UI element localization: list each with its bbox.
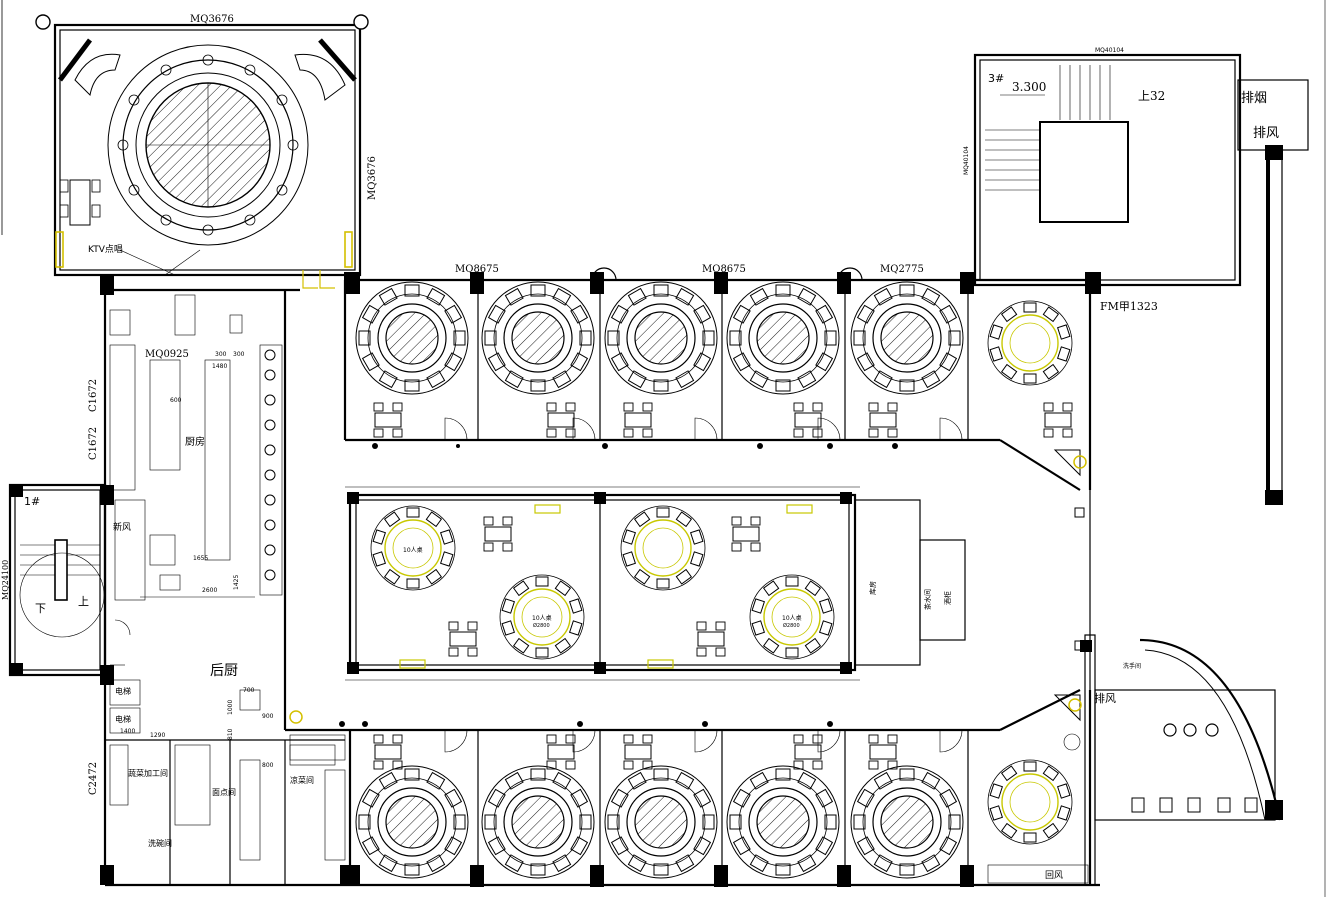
tea-room-label: 茶水间: [923, 589, 932, 610]
dim-1425: 1425: [233, 575, 240, 590]
central-hall: 10人桌 10人桌 Ø2800 10人桌 Ø2800 库房 茶水间 酒柜: [345, 486, 966, 681]
return-air-label: 回风: [1045, 870, 1063, 881]
dim-1480: 1480: [212, 363, 227, 370]
door-swing-icon: [444, 417, 963, 441]
dim-1655: 1655: [193, 555, 208, 562]
stair1-down: 下: [35, 602, 46, 615]
exhaust-air-label: 排风: [1253, 126, 1279, 141]
table-label-2: 10人桌: [532, 614, 552, 622]
stair3-window-side: MQ40104: [963, 146, 970, 175]
dim-1290-label: 1290: [150, 732, 165, 739]
stair1-up: 上: [78, 595, 89, 608]
top-window-1: MQ8675: [455, 264, 499, 275]
door-label-top: MQ3676: [190, 14, 234, 25]
stair-1: 1# MQ24100 下 上: [1, 483, 107, 677]
dim-900: 900: [262, 713, 274, 720]
fire-door-label: FM甲1323: [1100, 300, 1158, 313]
stair3-window-top: MQ40104: [1095, 47, 1124, 54]
kitchen-sub-label: 厨房: [185, 435, 205, 448]
stair3-up: 上32: [1138, 89, 1165, 103]
pastry-label: 面点间: [212, 788, 236, 797]
dim-700: 700: [243, 687, 255, 694]
right-wing: 排风 洗手间: [289, 449, 1283, 886]
side-window-1: C1672: [88, 379, 99, 412]
storage-label: 库房: [868, 581, 877, 595]
ktv-label: KTV点唱: [88, 244, 123, 255]
stair-3: 3# 3.300 上32 MQ40104 MQ40104 排烟 排风: [963, 47, 1309, 505]
stair1-name: 1#: [24, 495, 40, 508]
bottom-private-rooms: 回风: [289, 689, 1100, 887]
dim-810: 810: [227, 728, 234, 740]
side-window-2: C1672: [88, 427, 99, 460]
table-dia-2: Ø2800: [533, 622, 550, 629]
table-dia-3: Ø2800: [783, 622, 800, 629]
cold-dish-label: 凉菜间: [290, 775, 314, 785]
kitchen-window-label: MQ0925: [145, 349, 189, 360]
dim-1400-label: 1400: [120, 728, 135, 735]
stair3-name: 3#: [988, 72, 1004, 85]
kitchen: MQ0925 C1672 C1672 新风 厨房 后厨 1480 300 300…: [88, 275, 360, 887]
elevator-1: 电梯: [115, 686, 131, 696]
top-window-2: MQ8675: [702, 264, 746, 275]
dim-300a: 300: [215, 351, 227, 358]
back-kitchen-label: 后厨: [210, 663, 238, 679]
dim-2600: 2600: [202, 587, 217, 594]
exhaust-smoke-label: 排烟: [1241, 91, 1267, 106]
banquet-hall: MQ3676 MQ3676 KTV点唱: [35, 14, 378, 277]
stair3-level: 3.300: [1012, 80, 1046, 94]
sofa-icon: [74, 53, 346, 101]
top-window-3: MQ2775: [880, 264, 924, 275]
dim-800: 800: [262, 762, 274, 769]
table-label-1: 10人桌: [403, 546, 423, 554]
wine-cabinet-label: 酒柜: [943, 591, 952, 605]
dim-1000: 1000: [227, 700, 234, 715]
fresh-air-label: 新风: [113, 521, 131, 533]
dim-300b: 300: [233, 351, 245, 358]
dim-600: 600: [170, 397, 182, 404]
washroom-label: 洗手间: [1123, 662, 1141, 670]
top-private-rooms: MQ8675 MQ8675 MQ2775 FM甲1323: [343, 264, 1158, 491]
dishwashing-label: 洗碗间: [148, 838, 172, 848]
door-label-right: MQ3676: [367, 156, 378, 200]
stair1-window: MQ24100: [1, 560, 10, 600]
right-exhaust-label: 排风: [1094, 691, 1116, 705]
window-bottom-left: C2472: [88, 762, 99, 795]
table-label-3: 10人桌: [782, 614, 802, 622]
elevator-2: 电梯: [115, 714, 131, 724]
veg-processing-label: 蔬菜加工间: [128, 768, 168, 778]
